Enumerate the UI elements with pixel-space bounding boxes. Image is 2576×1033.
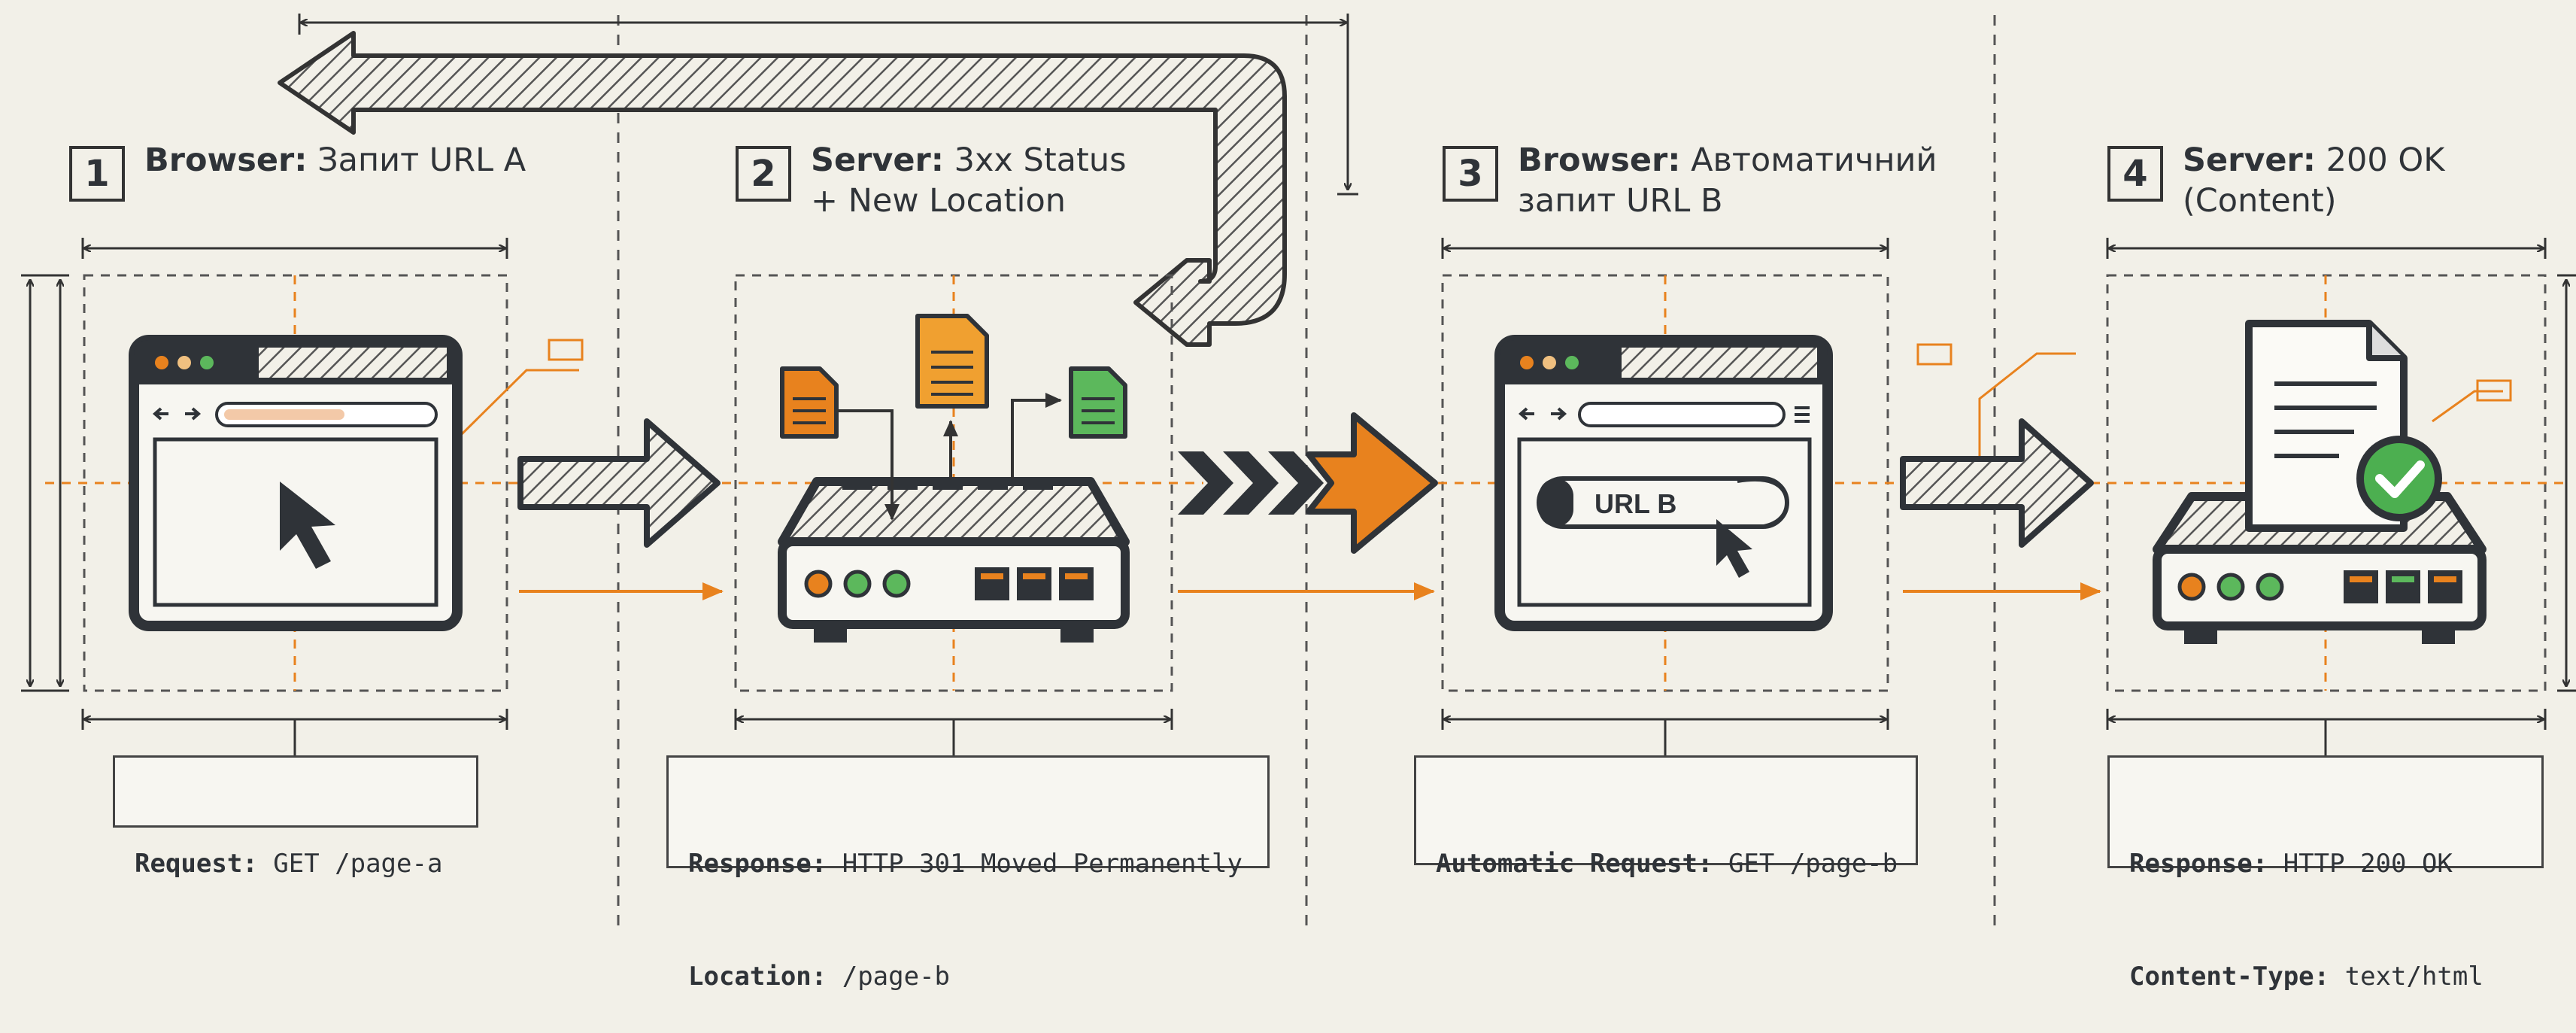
flow-arrow-3-4 xyxy=(1900,418,2101,600)
caption-label: Content-Type: xyxy=(2129,962,2330,992)
step-number: 2 xyxy=(736,146,791,202)
flow-arrow-2-3 xyxy=(1178,412,1438,600)
caption-label: Response: xyxy=(688,849,827,879)
caption-label: Request: xyxy=(135,849,258,879)
step-title: Server: 200 OK (Content) xyxy=(2183,140,2444,221)
step-1-caption: Request: GET /page-a xyxy=(113,755,478,879)
step-title: Browser: Запит URL A xyxy=(144,140,526,181)
step-title-line: (Content) xyxy=(2183,182,2337,220)
top-dimension-lines xyxy=(298,14,1358,196)
document-icon xyxy=(780,314,1127,439)
step-title: Server: 3xx Status + New Location xyxy=(811,140,1127,221)
step-3-header: 3 Browser: Автоматичний запит URL B xyxy=(1443,141,1937,221)
step-4-caption: Response: HTTP 200 OK Content-Type: text… xyxy=(2107,755,2544,992)
caption-value: /page-b xyxy=(842,962,951,992)
step-title-line: запит URL B xyxy=(1518,182,1723,220)
step-title-line: Запит URL A xyxy=(317,141,526,179)
left-dimension-lines xyxy=(21,274,69,692)
step-title: Browser: Автоматичний запит URL B xyxy=(1518,140,1937,221)
redirect-flow-diagram: URL B xyxy=(21,14,2576,925)
step-1-header: 1 Browser: Запит URL A xyxy=(69,141,526,202)
step-4-header: 4 Server: 200 OK (Content) xyxy=(2107,141,2444,221)
caption-value: HTTP 200 OK xyxy=(2283,849,2453,879)
step-3-caption: Automatic Request: GET /page-b xyxy=(1414,755,1918,879)
caption-value: text/html xyxy=(2344,962,2483,992)
caption-label: Location: xyxy=(688,962,827,992)
browser-window-icon xyxy=(129,335,463,631)
server-data-arrows xyxy=(835,393,1062,521)
step-title-line: 200 OK xyxy=(2326,141,2445,179)
step-actor: Server: xyxy=(2183,141,2316,179)
step-number: 3 xyxy=(1443,146,1498,202)
step-title-line: 3xx Status xyxy=(954,141,1127,179)
callout-marks xyxy=(548,339,2512,402)
caption-label: Automatic Request: xyxy=(1436,849,1713,879)
cursor-icon xyxy=(280,482,335,569)
step-2-caption: Response: HTTP 301 Moved Permanently Loc… xyxy=(666,755,1270,992)
address-bar-text: URL B xyxy=(1594,488,1676,519)
server-router-icon xyxy=(778,477,1130,643)
right-dimension-lines xyxy=(2557,274,2576,692)
caption-value: GET /page-b xyxy=(1728,849,1898,879)
step-actor: Browser: xyxy=(144,141,308,179)
caption-value: HTTP 301 Moved Permanently xyxy=(842,849,1242,879)
browser-window-url-b: URL B xyxy=(1494,335,1833,631)
step-title-line: + New Location xyxy=(811,182,1067,220)
cursor-icon xyxy=(1716,519,1752,578)
flow-arrow-1-2 xyxy=(517,418,724,600)
redirect-arrow-icon xyxy=(278,31,1287,347)
check-circle-icon xyxy=(2356,436,2442,521)
step-2-header: 2 Server: 3xx Status + New Location xyxy=(736,141,1127,221)
step-number: 1 xyxy=(69,146,125,202)
step-title-line: Автоматичний xyxy=(1691,141,1937,179)
caption-label: Response: xyxy=(2129,849,2268,879)
step-number: 4 xyxy=(2107,146,2163,202)
step-actor: Browser: xyxy=(1518,141,1681,179)
step-actor: Server: xyxy=(811,141,944,179)
caption-value: GET /page-a xyxy=(273,849,443,879)
